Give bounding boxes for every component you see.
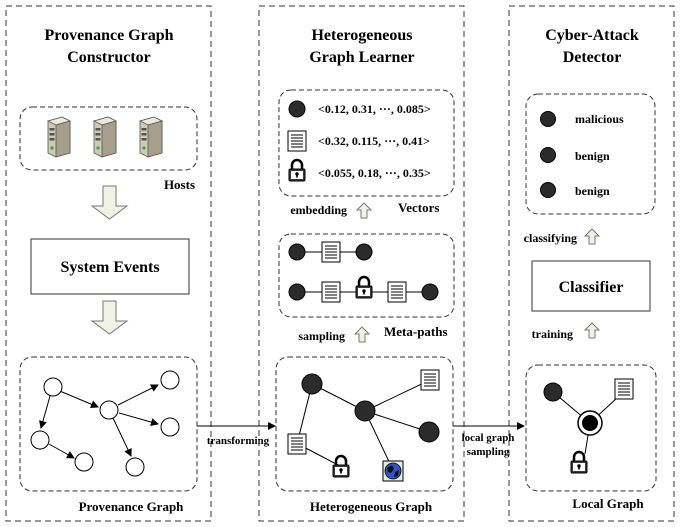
system-events-label: System Events xyxy=(60,259,159,276)
vectors-group xyxy=(278,89,455,197)
local-graph-sampling-line2: sampling xyxy=(467,446,510,458)
provenance-graph xyxy=(30,370,180,477)
metapaths-group xyxy=(278,233,455,318)
detector-title-line2: Detector xyxy=(563,49,622,66)
transforming-label: transforming xyxy=(207,435,270,447)
vector-row-2: <0.32, 0.115, ···, 0.41> xyxy=(318,134,430,148)
metapath-2 xyxy=(288,275,439,303)
local-graph-sampling-line1: local graph xyxy=(462,432,515,444)
provenance-graph-label: Provenance Graph xyxy=(79,499,185,514)
metapath-1 xyxy=(288,241,373,263)
server-icon xyxy=(139,116,163,158)
detector-panel xyxy=(508,5,675,522)
lock-icon xyxy=(287,158,307,183)
sampling-label: sampling xyxy=(298,329,345,343)
het-graph-group xyxy=(275,356,454,492)
hosts-label: Hosts xyxy=(164,177,195,192)
vector-row-1: <0.12, 0.31, ···, 0.085> xyxy=(318,102,431,116)
down-arrow-icon xyxy=(91,185,128,220)
detector-title-line1: Cyber-Attack xyxy=(545,27,639,44)
result-node-icon xyxy=(540,147,556,163)
result-1: malicious xyxy=(575,112,624,126)
embedding-label: embedding xyxy=(290,203,347,217)
local-graph-label: Local Graph xyxy=(572,496,644,511)
results-group xyxy=(525,93,656,215)
result-node-icon xyxy=(540,182,556,198)
result-node-icon xyxy=(540,111,556,127)
constructor-title-line1: Provenance Graph xyxy=(44,27,173,44)
metapaths-label: Meta-paths xyxy=(384,324,448,339)
classifying-label: classifying xyxy=(524,231,577,245)
document-icon xyxy=(287,130,307,152)
vector-row-3: <0.055, 0.18, ···, 0.35> xyxy=(318,166,431,180)
up-arrow-icon xyxy=(356,202,372,219)
constructor-title-line2: Constructor xyxy=(67,49,151,66)
up-arrow-icon xyxy=(584,322,600,339)
result-2: benign xyxy=(575,149,610,163)
learner-title-line1: Heterogeneous xyxy=(311,27,412,44)
het-graph-label: Heterogeneous Graph xyxy=(310,499,433,514)
heterogeneous-graph xyxy=(287,369,440,482)
process-node-icon xyxy=(288,100,306,118)
learner-panel xyxy=(258,5,465,522)
local-graph xyxy=(543,378,634,475)
learner-title-line2: Graph Learner xyxy=(309,49,414,66)
server-icon xyxy=(47,116,71,158)
up-arrow-icon xyxy=(584,228,600,245)
vectors-label: Vectors xyxy=(398,200,439,215)
server-icon xyxy=(93,116,117,158)
hosts-group xyxy=(19,106,198,171)
down-arrow-icon xyxy=(91,300,128,335)
training-label: training xyxy=(532,327,573,341)
classifier-label: Classifier xyxy=(559,279,624,296)
local-graph-group xyxy=(525,364,657,492)
result-3: benign xyxy=(575,184,610,198)
classifier-box xyxy=(531,260,651,312)
system-events-box xyxy=(30,238,190,295)
provenance-graph-group xyxy=(19,356,198,492)
constructor-panel xyxy=(5,5,212,522)
up-arrow-icon xyxy=(354,326,370,343)
